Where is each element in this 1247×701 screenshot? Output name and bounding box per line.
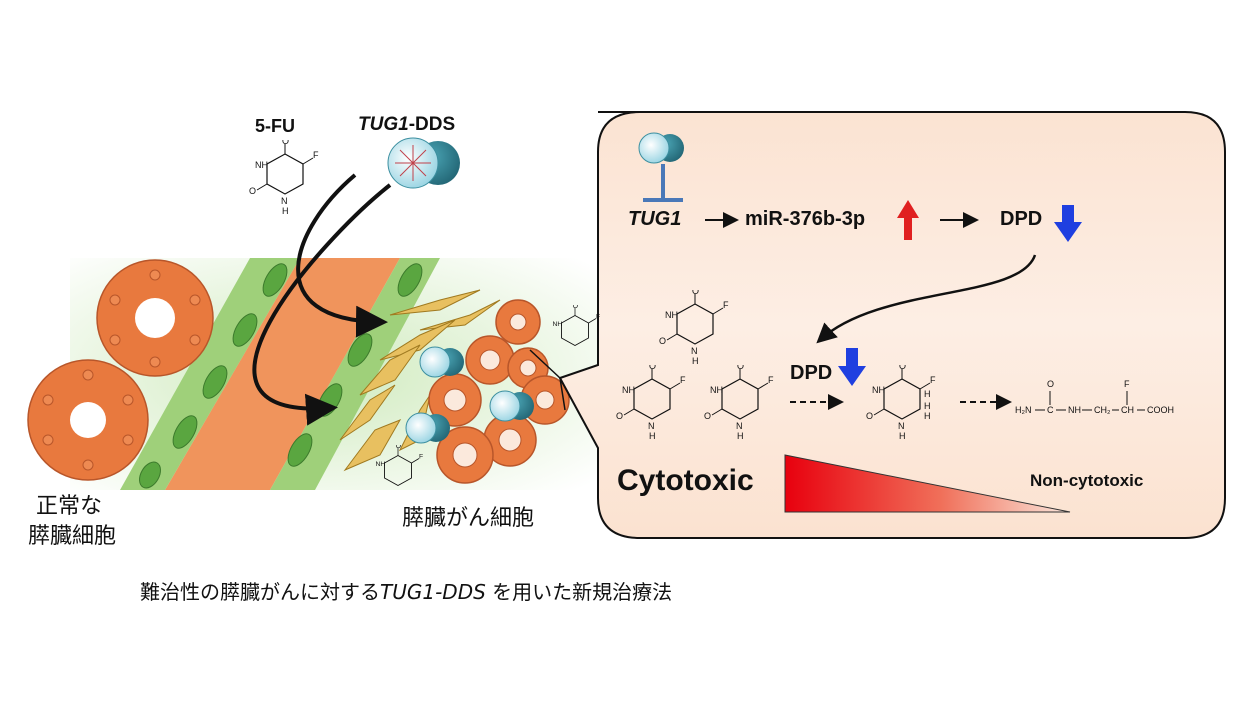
svg-text:CH₂: CH₂: [1094, 405, 1111, 415]
caption-suffix: を用いた新規治療法: [485, 580, 673, 604]
nanoparticle-large: [387, 137, 460, 189]
svg-text:H: H: [899, 431, 906, 441]
fu-label: 5-FU: [255, 116, 295, 136]
cancer-cells-label: 膵臓がん細胞: [402, 506, 535, 531]
svg-text:O: O: [659, 336, 666, 346]
svg-text:N: N: [736, 421, 743, 431]
svg-text:N: N: [691, 346, 698, 356]
dpd-top-label: DPD: [1000, 208, 1043, 230]
svg-text:O: O: [649, 365, 656, 371]
svg-text:H: H: [282, 206, 289, 216]
svg-text:H: H: [692, 356, 699, 366]
svg-text:O: O: [282, 140, 289, 146]
dpd-mid-label: DPD: [790, 362, 833, 384]
svg-text:F: F: [596, 314, 600, 321]
nanoparticle-cell-2: [489, 390, 534, 422]
svg-text:NH: NH: [376, 461, 386, 468]
caption: 難治性の膵臓がんに対するTUG1-DDS を用いた新規治療法: [140, 576, 672, 605]
svg-text:NH: NH: [1068, 405, 1081, 415]
caption-italic: TUG1-DDS: [380, 580, 486, 604]
structure-dihydro-5fu: O F H H H O NH N H: [866, 365, 936, 441]
svg-text:F: F: [1124, 379, 1130, 389]
caption-prefix: 難治性の膵臓がんに対する: [140, 580, 380, 604]
up-arrow-icon: [897, 200, 919, 240]
svg-text:O: O: [616, 411, 623, 421]
svg-text:O: O: [737, 365, 744, 371]
panel-nanoparticle: [638, 132, 684, 164]
fu-delivery-arrow: [296, 173, 388, 338]
svg-text:O: O: [249, 186, 256, 196]
tug1-dds-suffix: -DDS: [408, 114, 456, 135]
svg-text:N: N: [648, 421, 655, 431]
toxicity-gradient: [784, 454, 1071, 513]
svg-text:CH: CH: [1121, 405, 1134, 415]
svg-text:F: F: [723, 300, 729, 310]
tug1-dds-label: TUG1-DDS: [358, 114, 455, 136]
svg-text:H: H: [649, 431, 656, 441]
svg-text:N: N: [898, 421, 905, 431]
dpd-feedback-arrow: [816, 254, 1037, 344]
structure-5fu-panel-1: O F O NH N H: [659, 290, 729, 366]
svg-text:O: O: [704, 411, 711, 421]
svg-text:NH: NH: [710, 385, 723, 395]
svg-text:COOH: COOH: [1147, 405, 1174, 415]
nanoparticle-cell-1: [419, 346, 464, 378]
normal-cells-line2: 膵臓細胞: [28, 524, 117, 549]
svg-text:H: H: [737, 431, 744, 441]
structure-5fu-panel-2: O F O NH N H: [616, 365, 686, 441]
svg-text:F: F: [419, 454, 423, 461]
svg-text:H: H: [924, 401, 931, 411]
svg-text:F: F: [930, 375, 936, 385]
structure-5fu-top: O F O NH N H: [249, 140, 319, 216]
svg-text:F: F: [768, 375, 774, 385]
nanoparticle-cell-3: [405, 412, 450, 444]
svg-text:O: O: [692, 290, 699, 296]
stellate-cells: [339, 289, 501, 472]
svg-text:O: O: [1047, 379, 1054, 389]
svg-text:NH: NH: [255, 160, 268, 170]
svg-text:O: O: [866, 411, 873, 421]
normal-cells-label: 正常な 膵臓細胞: [28, 492, 116, 552]
structure-5fu-panel-3: O F O NH N H: [704, 365, 774, 441]
svg-text:F: F: [680, 375, 686, 385]
svg-text:O: O: [573, 305, 578, 310]
non-cytotoxic-label: Non-cytotoxic: [1030, 471, 1144, 490]
svg-text:H₂N: H₂N: [1015, 405, 1032, 415]
svg-text:N: N: [281, 196, 288, 206]
svg-text:H: H: [924, 389, 931, 399]
svg-text:NH: NH: [872, 385, 885, 395]
structure-5fu-tissue: O F NH: [376, 445, 423, 487]
svg-text:NH: NH: [553, 321, 563, 328]
svg-text:C: C: [1047, 405, 1054, 415]
tug1-dds-italic: TUG1: [358, 114, 409, 135]
panel-tug1-label: TUG1: [628, 208, 682, 230]
svg-text:O: O: [396, 445, 401, 450]
dds-delivery-arrow: [252, 183, 392, 426]
svg-text:O: O: [899, 365, 906, 371]
svg-text:NH: NH: [622, 385, 635, 395]
cytotoxic-label: Cytotoxic: [617, 464, 754, 497]
svg-text:H: H: [924, 411, 931, 421]
structure-5fu-cancer: O F NH: [553, 305, 600, 347]
structure-fbal: H₂N C O NH CH₂ CH F COOH: [1015, 379, 1174, 415]
down-arrow-icon-mid: [838, 348, 866, 386]
inhibition-symbol: [643, 164, 683, 202]
mirna-label: miR-376b-3p: [745, 208, 866, 230]
down-arrow-icon: [1054, 205, 1082, 242]
normal-cells-line1: 正常な: [36, 494, 103, 519]
svg-text:F: F: [313, 150, 319, 160]
svg-text:NH: NH: [665, 310, 678, 320]
